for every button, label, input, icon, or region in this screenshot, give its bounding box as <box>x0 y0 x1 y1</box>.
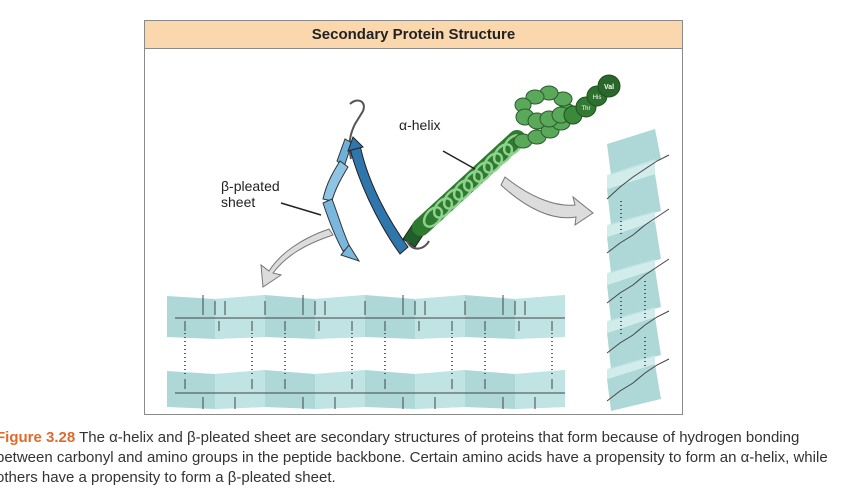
beta-sheet-label-line2: sheet <box>221 194 256 210</box>
beta-sheet-label-line1: β-pleated <box>221 178 280 194</box>
arrow-to-beta-sheet <box>260 228 334 288</box>
beta-ribbon <box>322 99 409 262</box>
beta-sheet-leader <box>280 202 322 216</box>
alpha-helix-label: α-helix <box>399 117 441 133</box>
residue-label: Thr <box>582 106 591 112</box>
figure-title: Secondary Protein Structure <box>145 21 682 49</box>
alpha-helix-schematic <box>606 129 670 411</box>
alpha-helix-ribbon: His Thr Val <box>402 74 621 250</box>
residue-beads: His Thr Val <box>563 74 621 125</box>
protein-structure-illustration: His Thr Val <box>167 74 670 411</box>
arrow-to-alpha-helix <box>500 176 594 227</box>
beta-sheet-schematic <box>167 295 565 409</box>
alpha-helix-leader <box>442 150 476 170</box>
residue-label: His <box>593 95 602 101</box>
caption-text: The α-helix and β-pleated sheet are seco… <box>0 429 828 486</box>
figure-caption: Figure 3.28 The α-helix and β-pleated sh… <box>0 428 841 488</box>
residue-label: Val <box>604 84 614 91</box>
figure-number: Figure 3.28 <box>0 429 76 446</box>
figure-panel: Secondary Protein Structure <box>144 20 683 415</box>
